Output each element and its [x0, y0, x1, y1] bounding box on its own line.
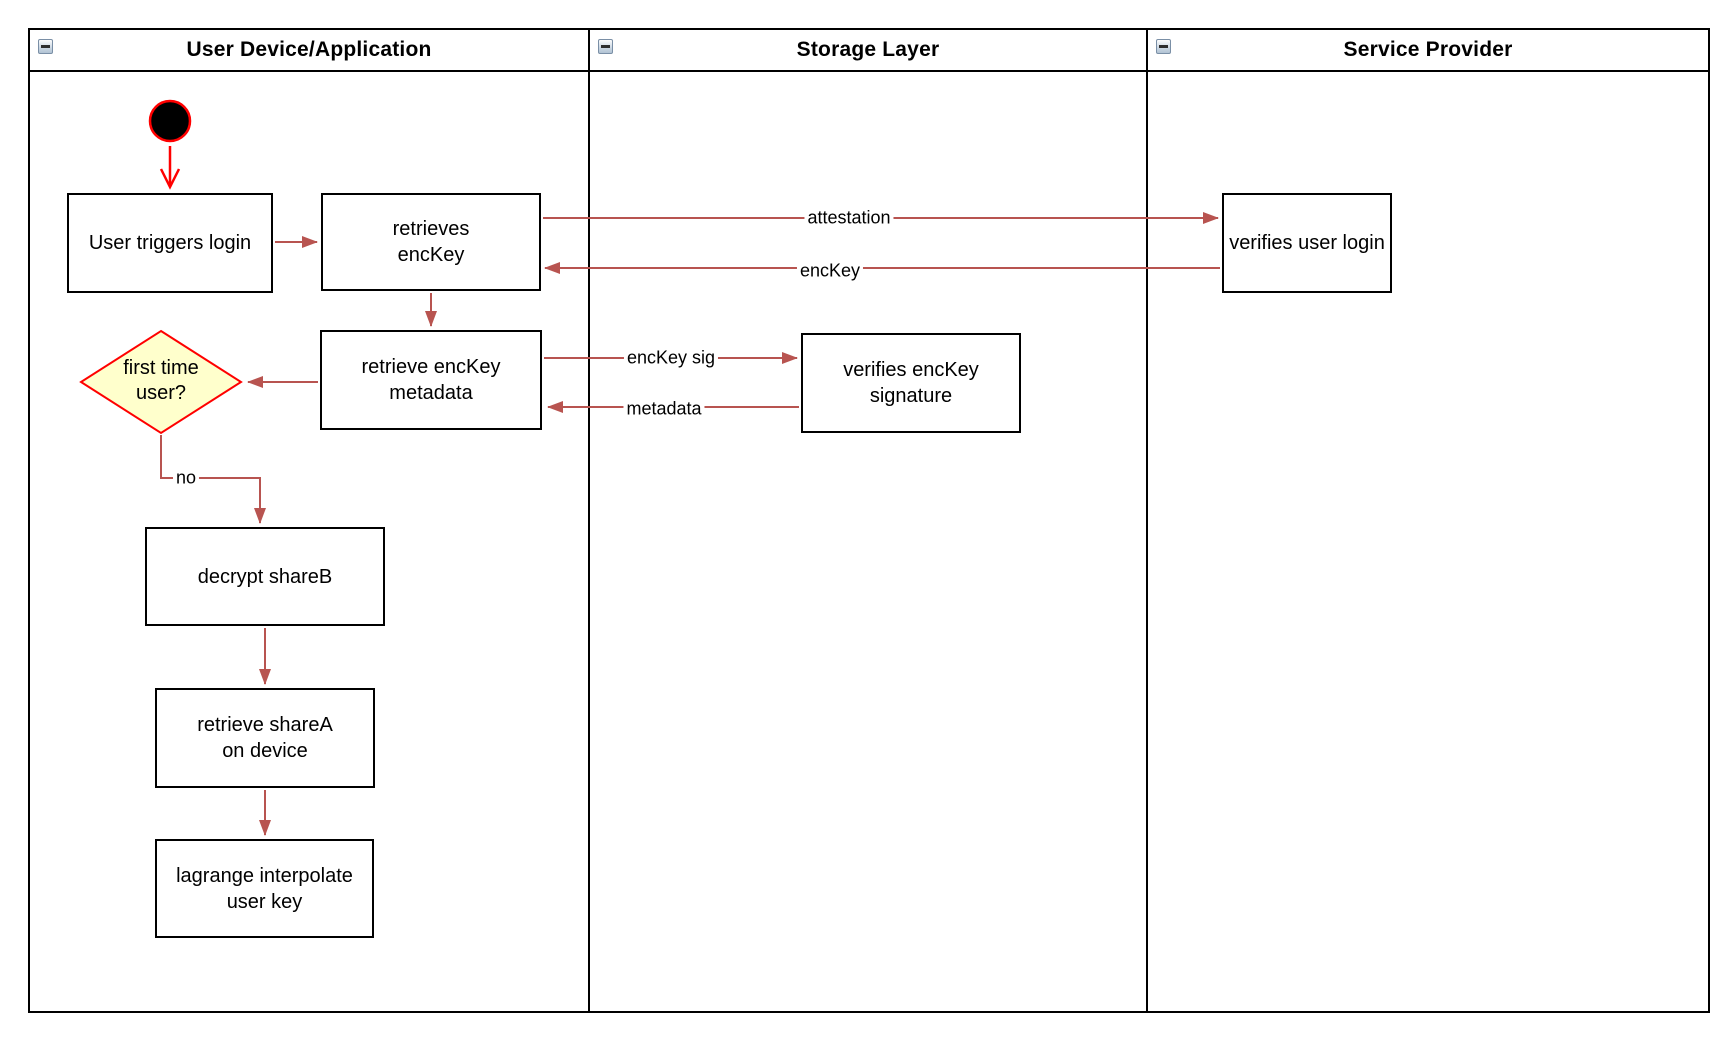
collapse-lane-icon[interactable]: [1156, 39, 1171, 54]
lane-service-provider: Service Provider: [1146, 30, 1708, 1011]
edge-label-no: no: [172, 467, 200, 489]
lane-header-user-device: User Device/Application: [30, 30, 588, 72]
node-retrieves-enckey[interactable]: retrieves encKey: [321, 193, 541, 291]
lane-user-device: User Device/Application: [30, 30, 588, 1011]
lane-header-service-provider: Service Provider: [1148, 30, 1708, 72]
lane-title: User Device/Application: [186, 38, 432, 61]
lane-storage-layer: Storage Layer: [588, 30, 1146, 1011]
node-decrypt-shareb[interactable]: decrypt shareB: [145, 527, 385, 626]
node-lagrange-interpolate[interactable]: lagrange interpolate user key: [155, 839, 374, 938]
edge-label-attestation: attestation: [804, 207, 894, 229]
node-user-triggers-login[interactable]: User triggers login: [67, 193, 273, 293]
lane-title: Storage Layer: [796, 38, 940, 61]
node-verifies-user-login[interactable]: verifies user login: [1222, 193, 1392, 293]
decision-label: first time user?: [123, 357, 199, 404]
node-verifies-enckey-signature[interactable]: verifies encKey signature: [801, 333, 1021, 433]
node-retrieve-sharea[interactable]: retrieve shareA on device: [155, 688, 375, 788]
edge-label-enckey: encKey: [796, 260, 864, 282]
edge-label-metadata: metadata: [623, 398, 705, 420]
edge-label-enckey-sig: encKey sig: [623, 347, 719, 369]
collapse-lane-icon[interactable]: [598, 39, 613, 54]
lane-title: Service Provider: [1343, 38, 1513, 61]
collapse-lane-icon[interactable]: [38, 39, 53, 54]
lane-header-storage-layer: Storage Layer: [590, 30, 1146, 72]
node-retrieve-enckey-metadata[interactable]: retrieve encKey metadata: [320, 330, 542, 430]
